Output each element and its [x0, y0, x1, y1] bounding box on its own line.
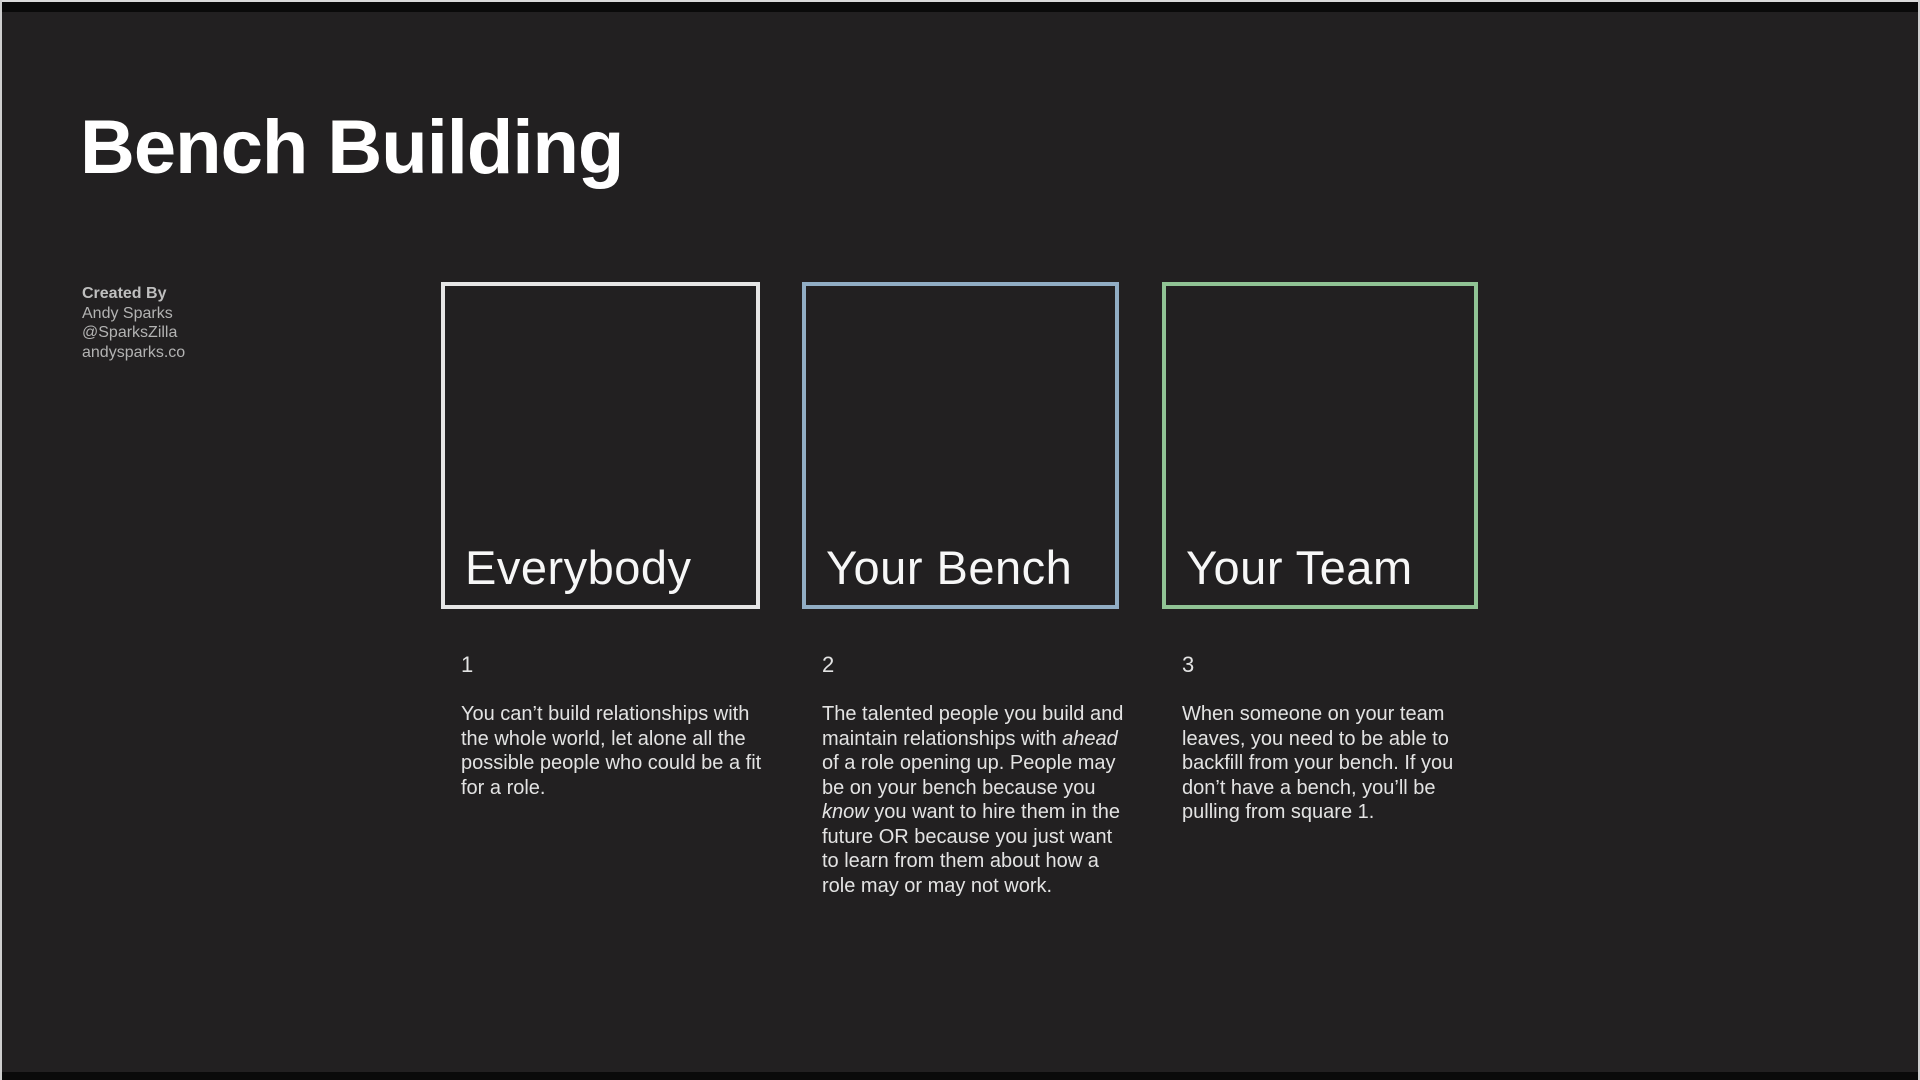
- left-edge-hairline: [0, 0, 2, 1080]
- card-everybody: Everybody 1 You can’t build relationship…: [441, 282, 761, 800]
- card-number-2: 2: [822, 652, 835, 677]
- right-edge-hairline: [1918, 0, 1920, 1080]
- card-description-your-bench: The talented people you build and mainta…: [822, 703, 1124, 897]
- card-description-everybody: You can’t build relationships with the w…: [461, 703, 762, 799]
- credits-block: Created By Andy Sparks @SparksZilla andy…: [82, 284, 185, 362]
- credits-header: Created By: [82, 285, 167, 302]
- card-box-your-team: Your Team: [1162, 282, 1478, 609]
- credits-website: andysparks.co: [82, 343, 186, 361]
- card-your-team: Your Team 3 When someone on your team le…: [1162, 282, 1478, 825]
- card-box-everybody: Everybody: [441, 282, 760, 609]
- credits-author-name: Andy Sparks: [82, 304, 173, 322]
- credits-twitter-handle: @SparksZilla: [82, 324, 178, 341]
- page-title: Bench Building: [80, 105, 624, 190]
- slide-background: [2, 12, 1918, 1072]
- card-label-your-team: Your Team: [1186, 541, 1413, 594]
- card-label-everybody: Everybody: [465, 541, 692, 594]
- card-box-your-bench: Your Bench: [802, 282, 1119, 609]
- card-label-your-bench: Your Bench: [826, 541, 1073, 594]
- top-edge-hairline: [0, 0, 1920, 2]
- card-number-3: 3: [1182, 652, 1195, 677]
- card-number-1: 1: [461, 652, 474, 677]
- card-your-bench: Your Bench 2 The talented people you bui…: [802, 282, 1123, 898]
- card-description-your-team: When someone on your team leaves, you ne…: [1182, 703, 1454, 823]
